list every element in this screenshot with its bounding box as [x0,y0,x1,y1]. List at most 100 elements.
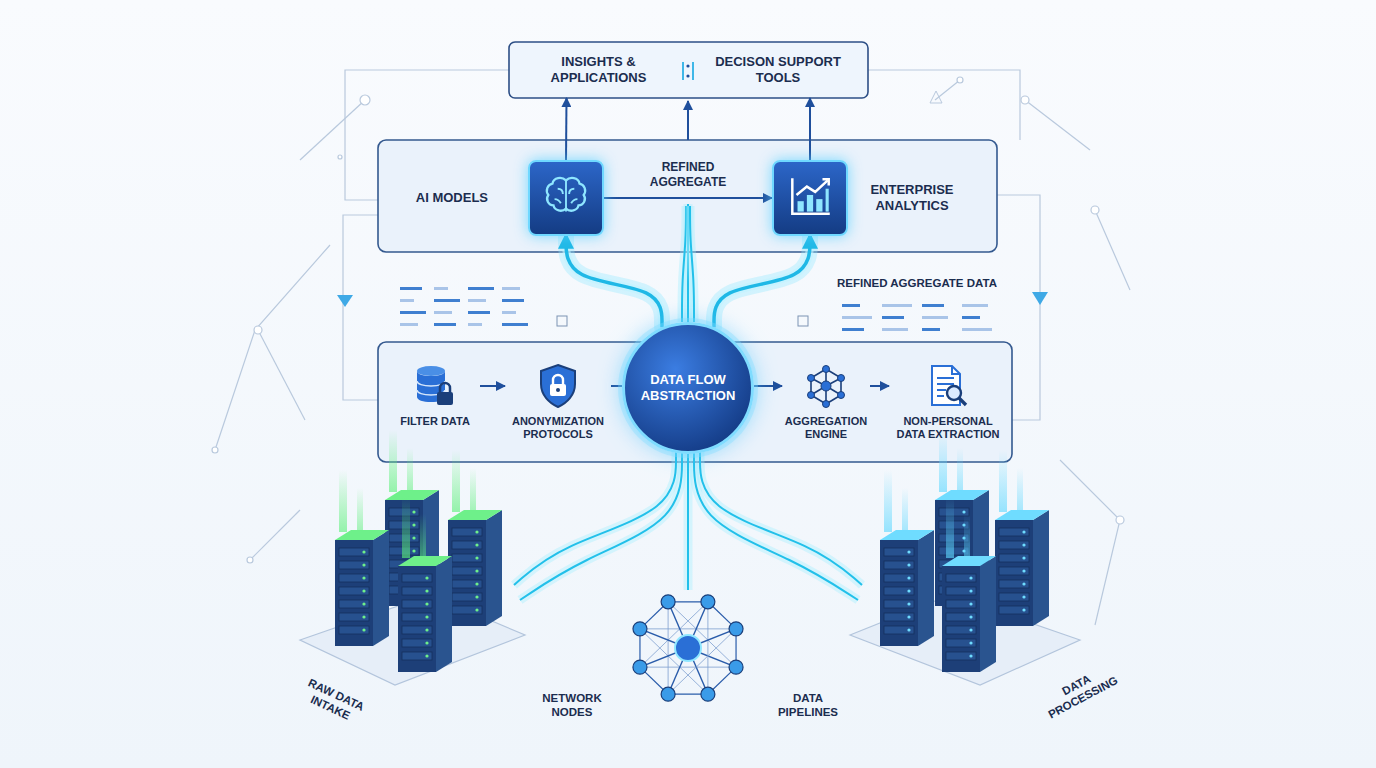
process-step: FILTER DATA [390,363,480,428]
node-icon [784,170,836,226]
stream-glow [700,452,862,585]
node-label: ENTERPRISE ANALYTICS [856,182,968,213]
stream-line [700,452,862,585]
stream-glow [514,452,676,585]
connector-group [714,236,810,327]
model-icon-box: AI MODELS [528,160,604,236]
dash [400,287,422,290]
server-racks [335,430,1049,672]
server-rack [995,450,1049,626]
stream-glow [690,206,694,322]
flow-arrow [604,197,772,199]
stream-line [514,452,676,585]
stream-line [682,206,686,322]
dash [922,316,948,319]
dash [962,316,980,319]
edge-label: REFINED AGGREGATE [639,159,737,190]
flow-arrow [870,385,889,387]
dash [502,323,528,326]
node-label: AGGREGATION ENGINE [782,415,870,441]
dash [468,323,482,326]
dash [400,299,414,302]
stream-glow [714,236,810,327]
stage-label: RAW DATA INTAKE [289,672,377,733]
connector-group [870,386,889,387]
dash [502,311,516,314]
stream-line [694,452,858,600]
dash [502,299,524,302]
data-stream-arrow [714,236,810,327]
network-hub [633,595,743,701]
connector-group [754,386,782,387]
dash [400,311,426,314]
node-icon [540,170,592,226]
flow-arrow [809,98,811,160]
dash [468,311,490,314]
server-rack [942,496,996,672]
dash [922,328,940,331]
connector-group [566,236,662,327]
connector-group [480,386,505,387]
process-step: AGGREGATION ENGINE [782,363,870,441]
data-stream-arrow [566,236,662,327]
dash [502,287,520,290]
connector-group [611,386,622,387]
dash [962,304,988,307]
analytics-icon-box: ENTERPRISE ANALYTICS [772,160,848,236]
server-rack [880,470,934,646]
center-arrow [687,101,689,140]
band-divider [683,62,693,80]
dash [882,328,908,331]
node-icon [804,363,848,409]
stream-glow [520,452,682,600]
process-step: NON-PERSONAL DATA EXTRACTION [889,363,1007,441]
dash [468,299,486,302]
server-rack [335,470,389,646]
node-label: NON-PERSONAL DATA EXTRACTION [889,415,1007,441]
output-box: DECISON SUPPORT TOOLS [688,42,868,98]
dash [400,323,418,326]
stage-label: NETWORK NODES [534,692,610,720]
stream-line [690,206,694,322]
flow-arrow [565,98,568,160]
stream-line [687,452,689,590]
flow-arrow [754,385,782,387]
node-label: FILTER DATA [390,415,480,428]
stream-glow [566,236,662,327]
node-icon [536,363,580,409]
stream-glow [682,206,686,322]
node-label: ANONYMIZATION PROTOCOLS [505,415,611,441]
connector-group [810,98,811,160]
server-rack [448,450,502,626]
stage-label: DATA PROCESSING [1031,657,1129,726]
stream-glow [694,452,858,600]
deco-square [557,316,567,326]
dash [434,311,452,314]
stream-glow [714,236,810,327]
stage-label: DATA PIPELINES [770,692,846,720]
dash [922,304,944,307]
node-icon [926,363,970,409]
stream-glow [566,236,662,327]
output-band [509,42,868,98]
dash [842,328,864,331]
stream-line [520,452,682,600]
hub-circle: DATA FLOW ABSTRACTION [622,322,754,454]
node-label: INSIGHTS & APPLICATIONS [533,54,665,85]
flow-arrow [611,385,622,387]
dash [434,287,448,290]
node-label: AI MODELS [416,190,488,206]
connector-group [566,98,568,160]
server-rack [398,496,452,672]
dash [882,304,912,307]
node-label: DECISON SUPPORT TOOLS [712,54,844,85]
data-streams [514,204,862,600]
dash [468,287,494,290]
node-icon [413,363,457,409]
flow-arrow [480,385,505,387]
dash [962,328,992,331]
process-step: ANONYMIZATION PROTOCOLS [505,363,611,441]
output-box: INSIGHTS & APPLICATIONS [509,42,688,98]
deco-square [798,316,808,326]
dash [882,316,904,319]
